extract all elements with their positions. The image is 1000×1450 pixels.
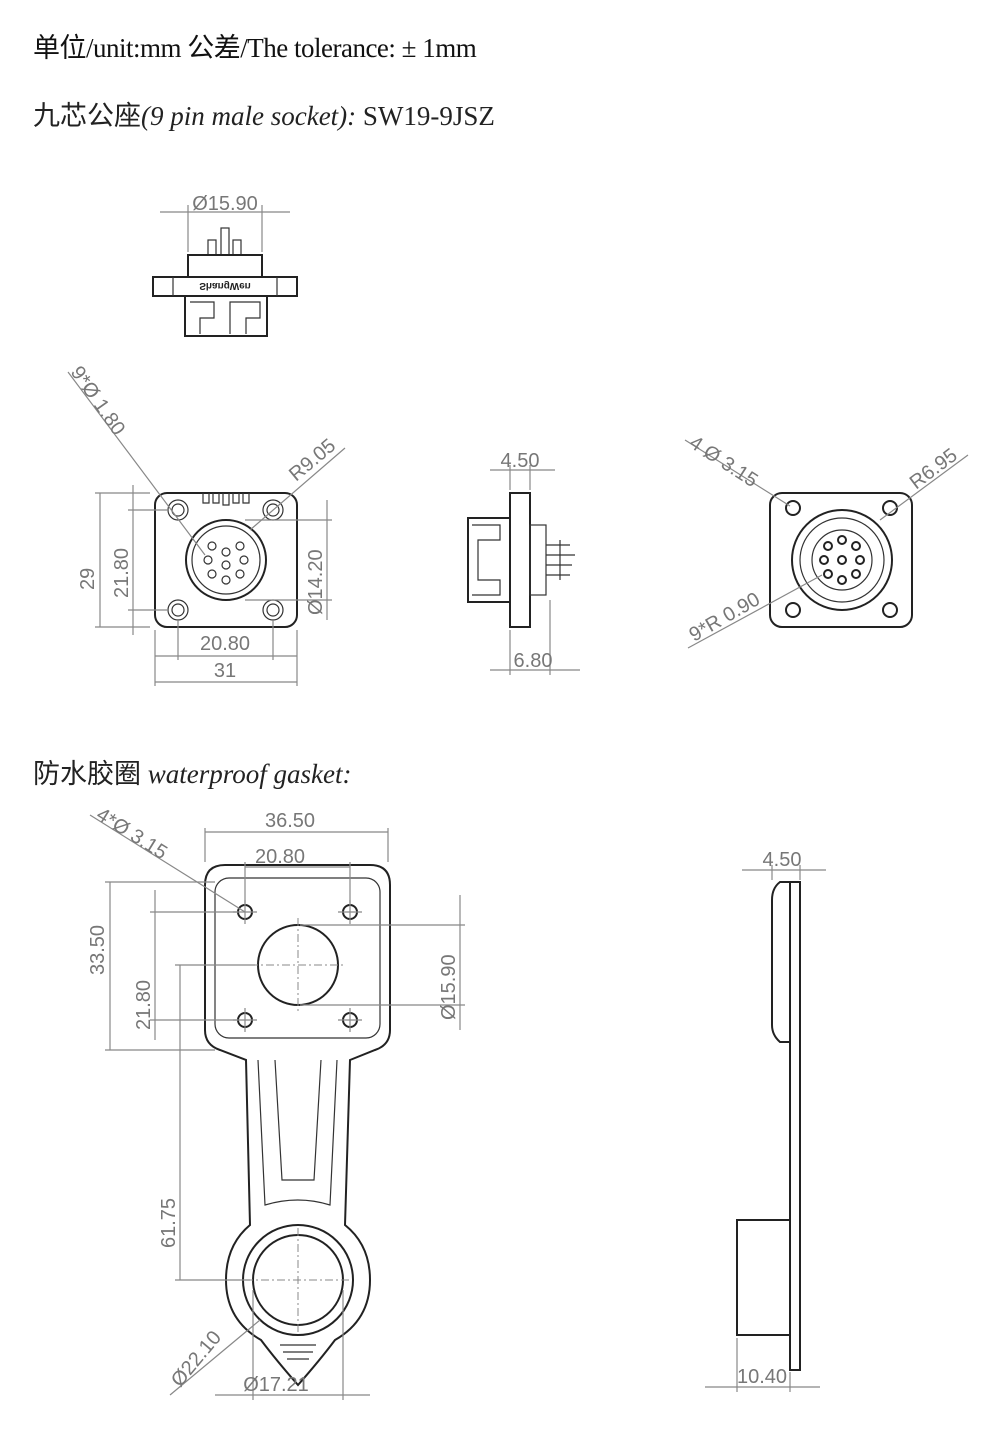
gasket-en-label: waterproof gasket:	[147, 759, 352, 789]
hole-spacing-h-label: 20.80	[200, 633, 250, 655]
brand-logo-mirrored: ShangWen	[199, 280, 250, 291]
gasket-dia-label: Ø15.90	[438, 954, 460, 1020]
gasket-height-label: 33.50	[87, 925, 109, 975]
socket-side-view: 4.50 6.80	[467, 450, 580, 675]
gasket-length-label: 61.75	[158, 1198, 180, 1248]
hole-spacing-v-label: 21.80	[111, 548, 133, 598]
rear-pins-label: 9*R 0.90	[686, 588, 764, 646]
radius-label: R9.05	[285, 435, 340, 486]
side-flange-label: 4.50	[501, 450, 540, 472]
height-label: 29	[77, 568, 99, 590]
gasket-ring-inner-label: Ø17.21	[243, 1374, 309, 1396]
gasket-ring-depth-label: 10.40	[737, 1366, 787, 1388]
top-dia-label: Ø15.90	[192, 193, 258, 215]
gasket-hole-v-label: 21.80	[133, 980, 155, 1030]
gasket-hole-h-label: 20.80	[255, 846, 305, 868]
socket-model: SW19-9JSZ	[362, 101, 495, 131]
units-tolerance-heading: 单位/unit:mm 公差/The tolerance: ± 1mm	[33, 33, 477, 63]
body-dia-label: Ø14.20	[305, 549, 327, 615]
socket-cn-label: 九芯公座	[33, 101, 141, 131]
socket-top-view: Ø15.90 ShangWen	[152, 193, 298, 337]
gasket-width-label: 36.50	[265, 810, 315, 832]
gasket-side-view: 4.50 10.40	[705, 849, 826, 1392]
pin-dia-label: 9*Ø 1.80	[66, 362, 129, 439]
gasket-heading: 防水胶圈 waterproof gasket:	[33, 752, 351, 791]
rear-radius-label: R6.95	[906, 444, 962, 494]
gasket-cn-label: 防水胶圈	[33, 759, 141, 789]
side-depth-label: 6.80	[514, 650, 553, 672]
gasket-thickness-label: 4.50	[763, 849, 802, 871]
rear-holes-label: 4 Ø 3.15	[685, 432, 761, 492]
socket-heading: 九芯公座(9 pin male socket): SW19-9JSZ	[33, 94, 495, 133]
width-label: 31	[214, 660, 236, 682]
gasket-holes-label: 4*Ø 3.15	[92, 804, 171, 864]
socket-en-label: (9 pin male socket):	[141, 101, 357, 131]
gasket-front-view: 4*Ø 3.15 36.50 20.80 33.50 21.80 Ø15.90 …	[87, 804, 465, 1400]
socket-rear-view: 4 Ø 3.15 R6.95 9*R 0.90	[684, 432, 969, 649]
gasket-ring-outer-label: Ø22.10	[167, 1327, 226, 1391]
socket-front-view: 9*Ø 1.80 R9.05 29 21.80 Ø14.20 20.80 31	[66, 362, 346, 686]
